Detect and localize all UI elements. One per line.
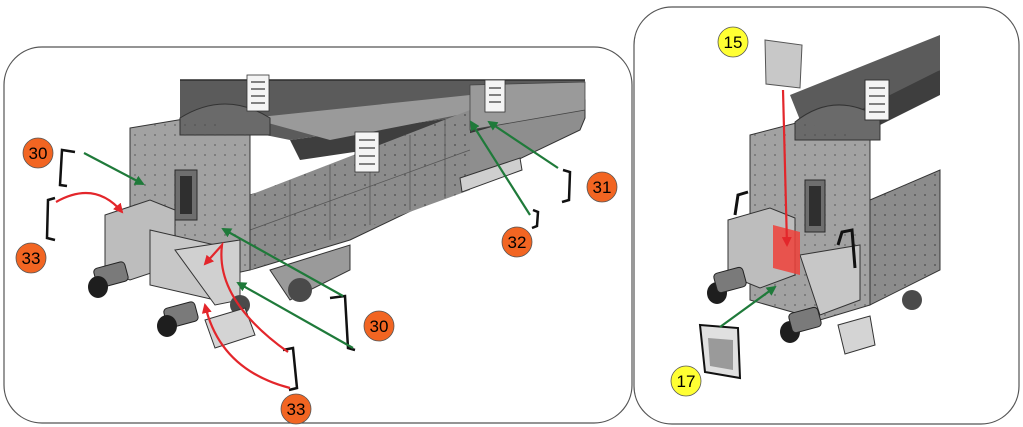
callout-label: 15	[724, 33, 743, 52]
callout-label: 17	[677, 372, 696, 391]
red-arrow-33-side-a	[203, 241, 289, 353]
red-arrow-15	[781, 89, 792, 247]
callout-label: 30	[370, 317, 389, 336]
left-panel: 30 33 30 33 31 32	[3, 46, 633, 425]
green-arrow-30-side-a	[221, 228, 344, 297]
highlighted-part	[773, 225, 800, 275]
callout-17: 17	[670, 365, 702, 397]
callout-label: 33	[287, 400, 306, 419]
red-arrow-33-side-b	[201, 303, 291, 390]
callout-30-bottom: 30	[363, 310, 395, 342]
callout-31: 31	[586, 171, 618, 203]
callout-32: 32	[501, 226, 533, 258]
right-panel: 15 17	[633, 6, 1020, 425]
callout-33-left: 33	[15, 242, 47, 274]
wagon-illustration-right	[698, 35, 941, 380]
callout-label: 30	[29, 144, 48, 163]
callout-15: 15	[717, 26, 749, 58]
left-arrows	[55, 120, 559, 390]
callout-label: 33	[22, 249, 41, 268]
callout-label: 31	[593, 178, 612, 197]
left-callouts: 30 33 30 33 31 32	[15, 137, 618, 425]
green-arrow-17	[719, 285, 777, 328]
red-arrow-33-front	[55, 192, 124, 214]
green-arrow-31	[487, 120, 559, 169]
green-arrow-32	[469, 120, 531, 216]
callout-30-top: 30	[22, 137, 54, 169]
right-arrows	[719, 89, 792, 328]
green-arrow-30-front	[83, 152, 145, 185]
callout-label: 32	[508, 233, 527, 252]
part-15	[764, 39, 803, 89]
callout-33-bottom: 33	[280, 393, 312, 425]
wagon-illustration-left	[45, 74, 586, 392]
right-callouts: 15 17	[670, 26, 749, 397]
green-arrow-30-side-b	[236, 282, 354, 349]
